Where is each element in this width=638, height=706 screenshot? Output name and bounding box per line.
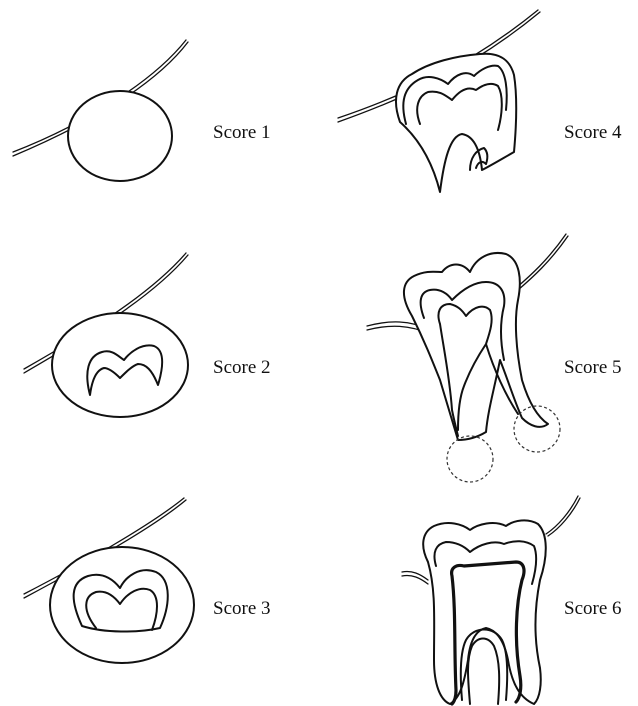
score-3-label: Score 3 — [213, 599, 271, 618]
score-6-drawing — [402, 496, 580, 704]
score-6-tooth-outline — [423, 520, 546, 704]
score-2-crypt — [52, 313, 188, 417]
score-4-label: Score 4 — [564, 123, 622, 142]
score-6-gingiva-line-left — [402, 571, 428, 584]
score-1-label: Score 1 — [213, 123, 271, 142]
score-2-drawing — [24, 253, 188, 417]
score-4-tooth-outline — [396, 54, 516, 192]
score-1-crypt — [68, 91, 172, 181]
score-5-tooth-outline — [404, 253, 548, 440]
score-6-label: Score 6 — [564, 599, 622, 618]
score-1-drawing — [13, 40, 188, 181]
score-5-apical-papilla-left — [447, 436, 493, 482]
score-5-gingiva-line-right — [516, 234, 568, 290]
score-6-root-canal-left — [468, 639, 499, 705]
score-5-label: Score 5 — [564, 358, 622, 377]
score-6-gingiva-line-right — [546, 496, 580, 536]
score-5-drawing — [367, 234, 568, 482]
score-3-drawing — [24, 498, 194, 663]
score-2-label: Score 2 — [213, 358, 271, 377]
score-4-drawing — [338, 10, 540, 192]
score-3-crypt — [50, 547, 194, 663]
